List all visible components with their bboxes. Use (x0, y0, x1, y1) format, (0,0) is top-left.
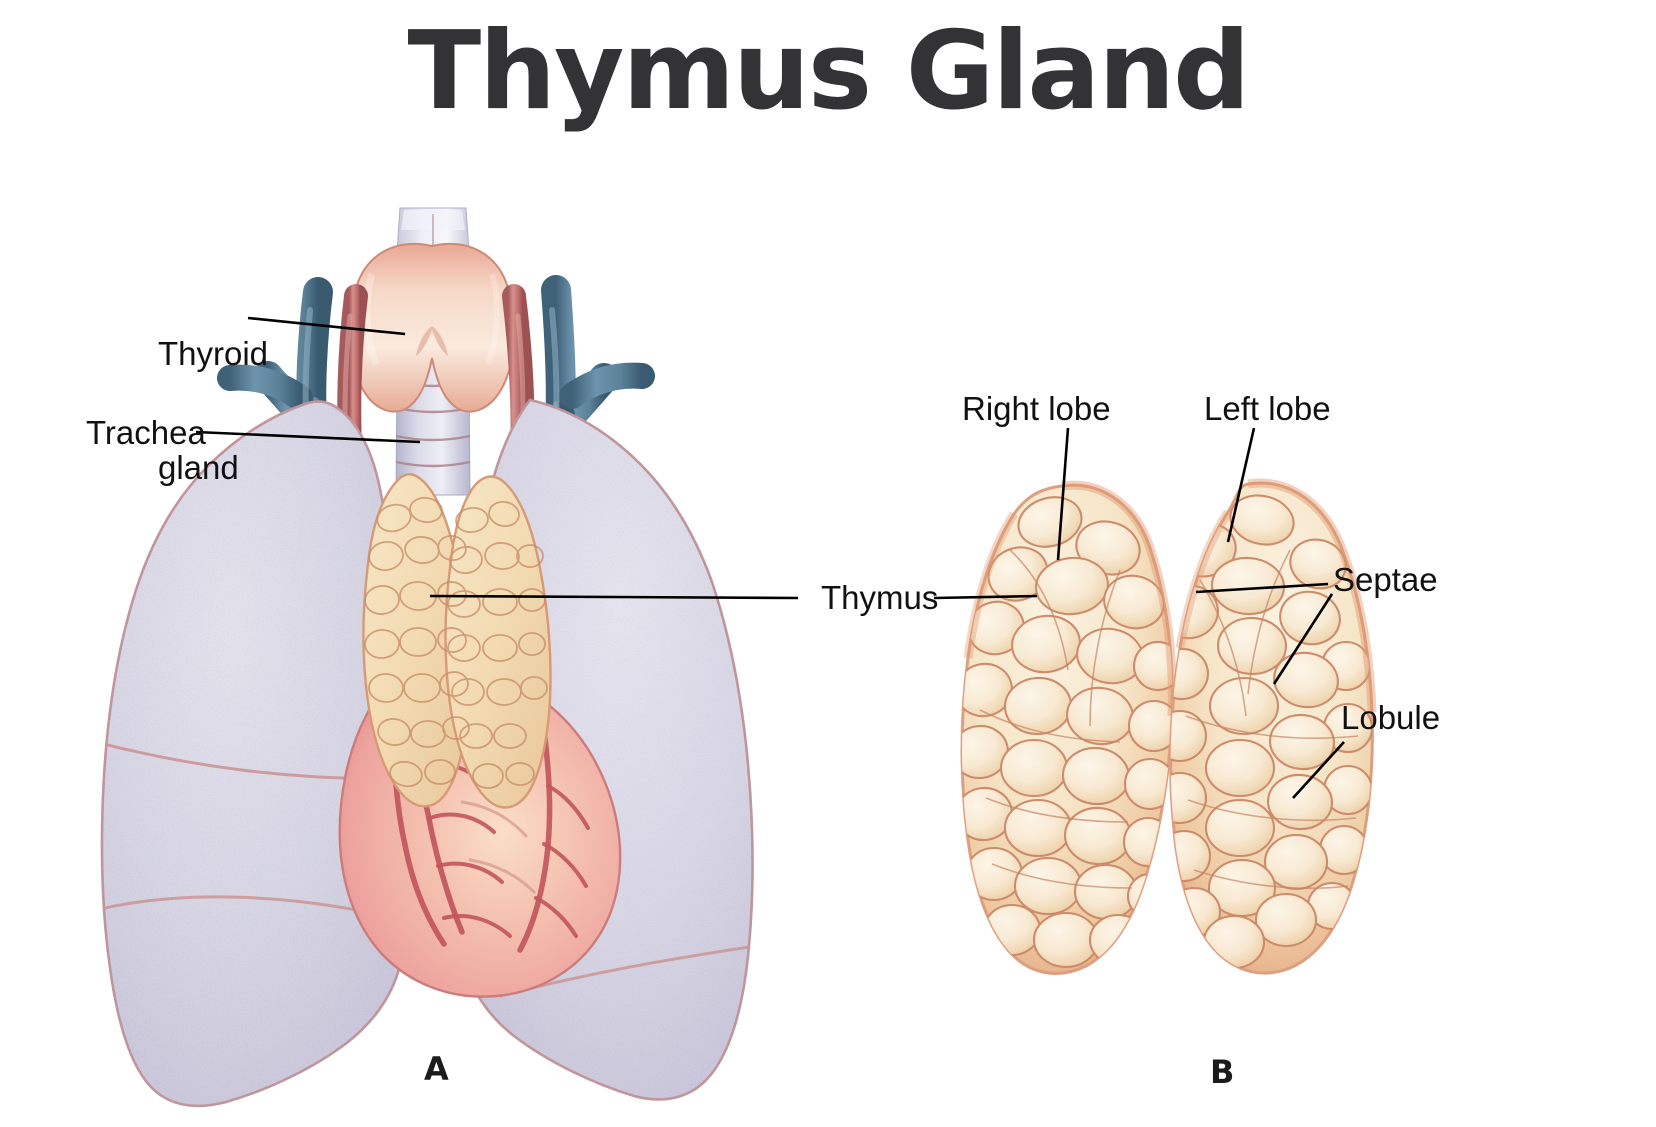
panel-a-illustration (100, 207, 754, 1108)
panel-b-right-lobe (960, 480, 1177, 975)
anatomy-figure: Thyroid gland Trachea Thymus Right lobe … (0, 150, 1656, 1127)
panel-b-illustration (960, 478, 1377, 975)
label-thyroid-gland-line1: Thyroid (158, 334, 269, 372)
leader-lobule (1292, 741, 1345, 799)
panel-letter-b: B (1210, 1053, 1235, 1091)
label-right-lobe: Right lobe (962, 390, 1111, 427)
leader-thyroid-gland (247, 316, 406, 336)
leader-septae-upper (1195, 582, 1329, 594)
leader-thymus-to-panel-a (429, 594, 799, 600)
panel-b-left-lobe (1169, 478, 1377, 975)
panel-a-thymus-lobules (364, 497, 548, 789)
leader-right-lobe (1056, 427, 1070, 561)
panel-a-thymus (362, 473, 552, 809)
right-lobe-lobules (962, 496, 1173, 969)
label-thymus: Thymus (821, 579, 939, 616)
left-lobe-lobules (1170, 494, 1373, 970)
leader-septae-lower (1272, 593, 1334, 685)
leader-thymus-to-panel-b (933, 594, 1038, 600)
label-lobule: Lobule (1341, 699, 1441, 736)
label-trachea: Trachea (86, 414, 206, 451)
panel-letter-a: A (424, 1050, 449, 1088)
leader-lines (195, 316, 1345, 799)
page-title: Thymus Gland (407, 9, 1250, 134)
label-thyroid-gland-line2: gland (158, 449, 239, 487)
label-left-lobe: Left lobe (1204, 390, 1331, 427)
label-septae: Septae (1333, 561, 1438, 598)
label-thyroid-gland: Thyroid gland (158, 258, 268, 564)
leader-left-lobe (1226, 427, 1256, 543)
leader-trachea (195, 430, 421, 444)
